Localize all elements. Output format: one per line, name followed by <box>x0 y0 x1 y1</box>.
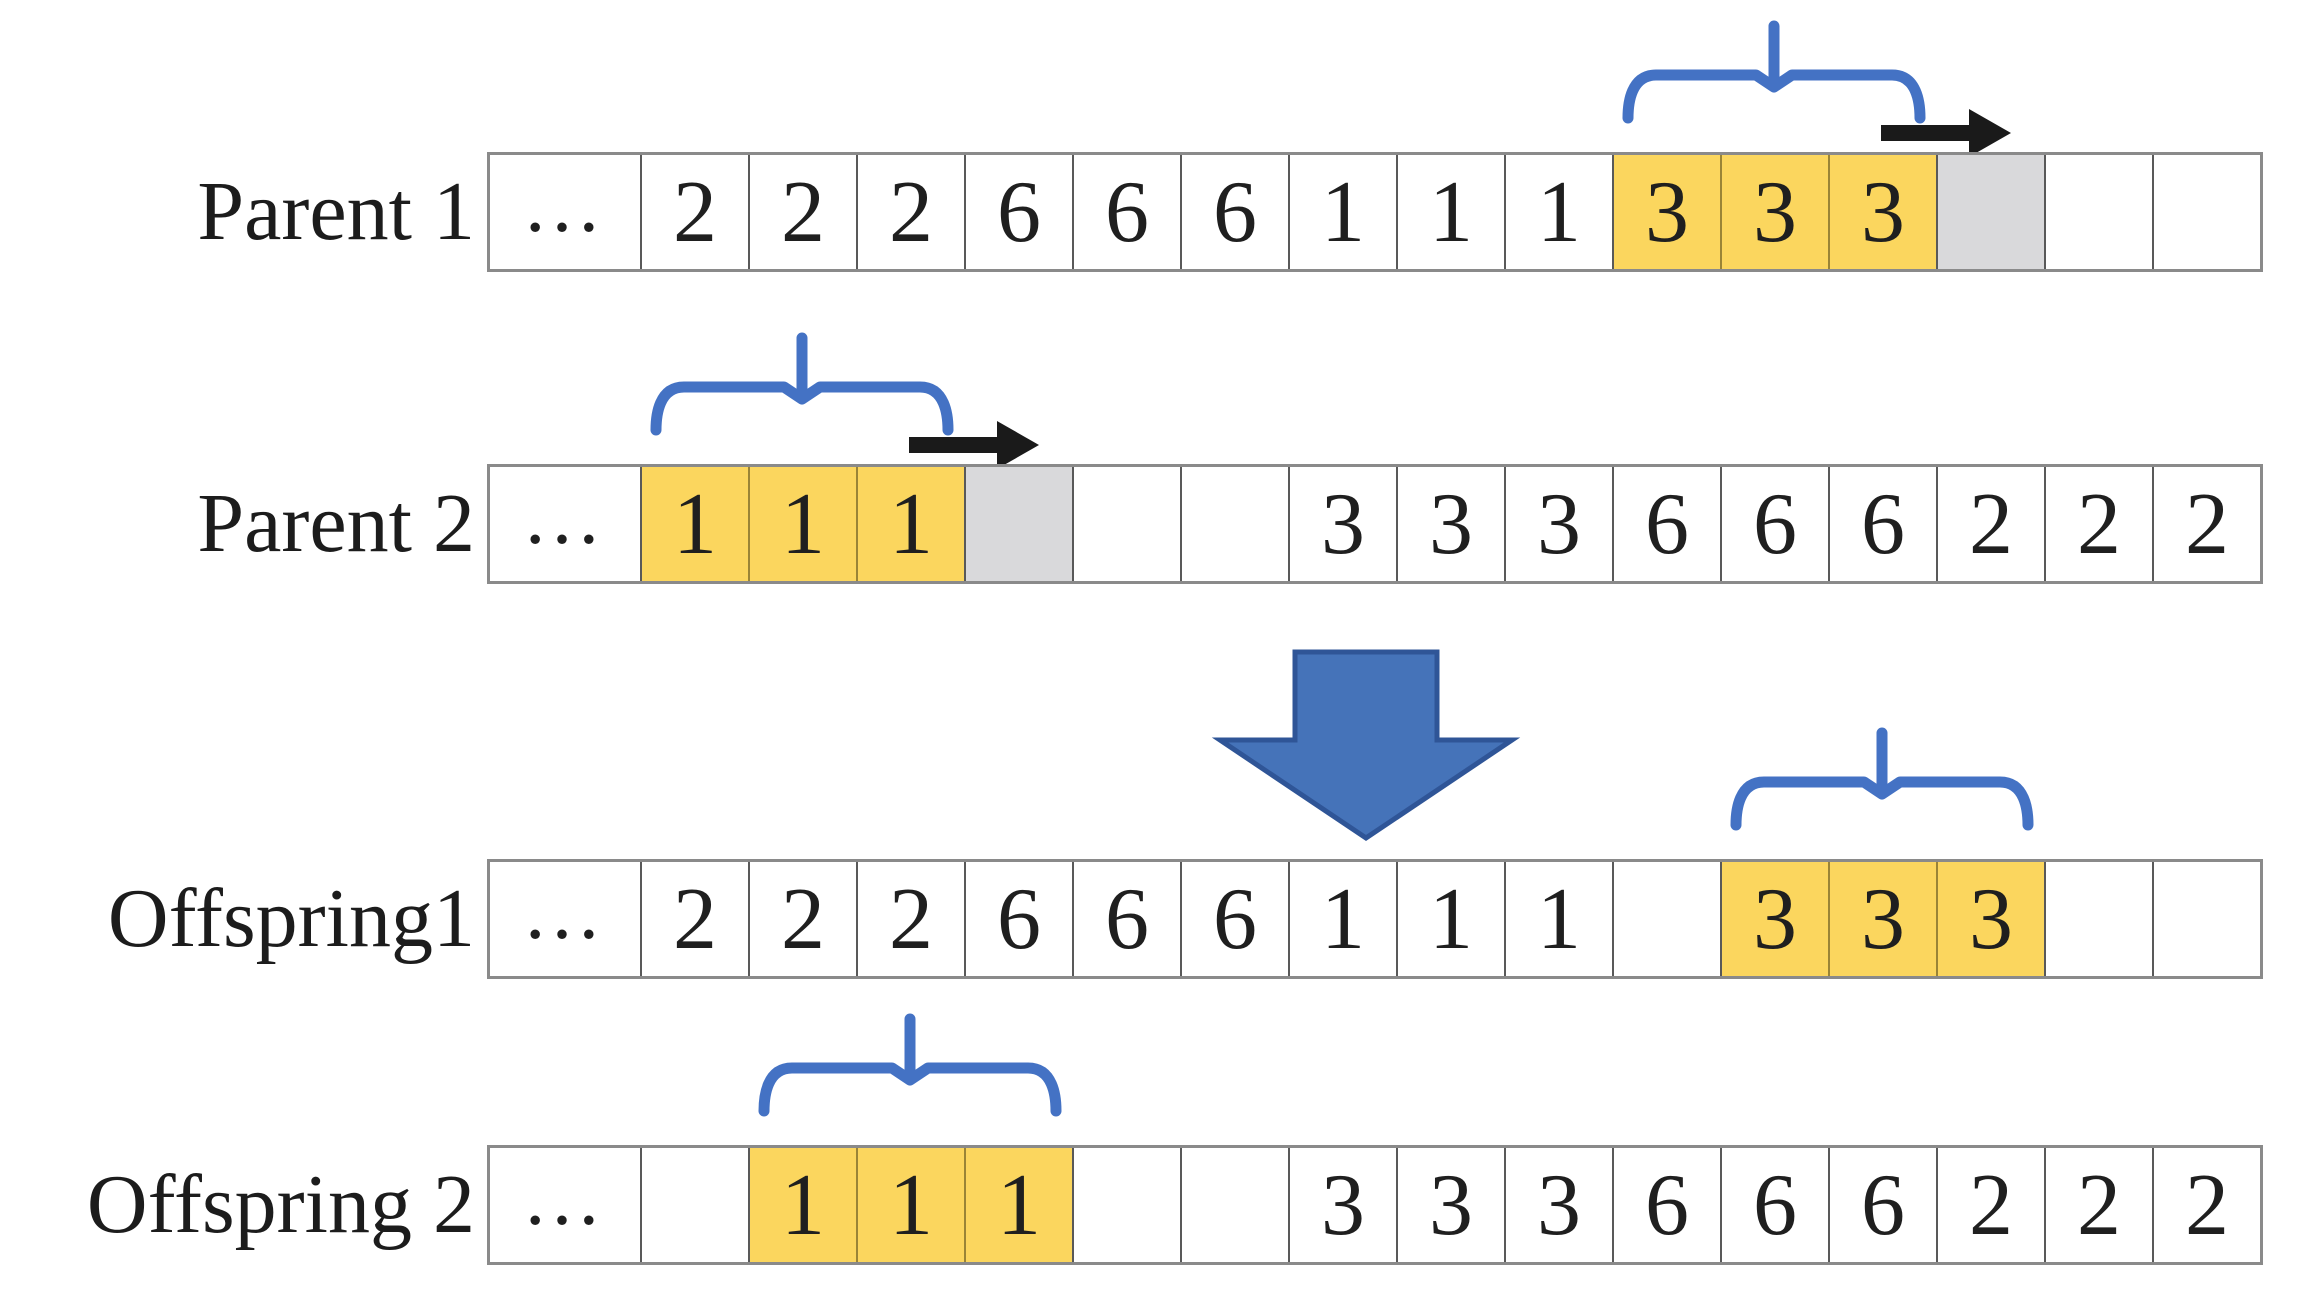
selection-brace-parent2 <box>650 332 954 436</box>
highlighted-gene-cell: 3 <box>1612 155 1720 269</box>
gene-cell: 1 <box>1396 862 1504 976</box>
gene-cell: 2 <box>856 155 964 269</box>
gene-cell: 2 <box>640 155 748 269</box>
highlighted-gene-cell: 3 <box>1828 862 1936 976</box>
gene-cell: 3 <box>1396 1148 1504 1262</box>
gene-cell: 1 <box>1504 155 1612 269</box>
gene-cell <box>1072 1148 1180 1262</box>
gene-cell: 6 <box>964 155 1072 269</box>
highlighted-gene-cell: 3 <box>1720 155 1828 269</box>
gene-cell: 2 <box>2044 1148 2152 1262</box>
highlighted-gene-cell: 1 <box>964 1148 1072 1262</box>
shift-right-arrow-icon-parent1 <box>1881 109 2011 157</box>
ellipsis-cell: … <box>490 1148 640 1262</box>
gene-cell <box>1072 467 1180 581</box>
gene-cell: 2 <box>2044 467 2152 581</box>
gene-cell <box>2044 155 2152 269</box>
gene-cell: 6 <box>1180 155 1288 269</box>
gene-cell: 2 <box>856 862 964 976</box>
gene-cell: 6 <box>1720 1148 1828 1262</box>
highlighted-gene-cell: 1 <box>748 467 856 581</box>
gene-cell <box>1180 1148 1288 1262</box>
gene-cell: 6 <box>1072 862 1180 976</box>
ellipsis-cell: … <box>490 467 640 581</box>
gene-cell: 2 <box>748 862 856 976</box>
highlighted-gene-cell: 3 <box>1936 862 2044 976</box>
gene-cell <box>2152 155 2260 269</box>
gene-cell: 6 <box>1720 467 1828 581</box>
gene-cell: 1 <box>1396 155 1504 269</box>
gene-cell: 1 <box>1504 862 1612 976</box>
highlighted-gene-cell: 1 <box>856 1148 964 1262</box>
gene-cell: 2 <box>2152 467 2260 581</box>
gene-cell: 3 <box>1288 467 1396 581</box>
gene-cell: 2 <box>640 862 748 976</box>
gene-cell: 2 <box>1936 467 2044 581</box>
gene-cell <box>1612 862 1720 976</box>
gene-cell <box>1180 467 1288 581</box>
gene-cell: 2 <box>1936 1148 2044 1262</box>
crossover-down-arrow-icon <box>1211 649 1521 842</box>
gene-cell: 6 <box>1828 1148 1936 1262</box>
selection-brace-offspring2 <box>758 1013 1062 1117</box>
highlighted-gene-cell: 3 <box>1720 862 1828 976</box>
ellipsis-cell: … <box>490 862 640 976</box>
gene-cell: 3 <box>1288 1148 1396 1262</box>
gene-cell: 6 <box>1612 467 1720 581</box>
highlighted-gene-cell: 1 <box>748 1148 856 1262</box>
selection-brace-offspring1 <box>1730 727 2034 831</box>
gene-cell: 3 <box>1396 467 1504 581</box>
gene-cell: 2 <box>748 155 856 269</box>
ellipsis-cell: … <box>490 155 640 269</box>
gene-cell: 3 <box>1504 1148 1612 1262</box>
row-label-offspring1: Offspring1 <box>107 872 475 965</box>
shifted-slot-cell <box>964 467 1072 581</box>
gene-cell <box>2044 862 2152 976</box>
highlighted-gene-cell: 1 <box>856 467 964 581</box>
gene-cell: 3 <box>1504 467 1612 581</box>
gene-cell: 6 <box>964 862 1072 976</box>
gene-cell: 2 <box>2152 1148 2260 1262</box>
row-label-parent1: Parent 1 <box>197 165 475 258</box>
highlighted-gene-cell: 3 <box>1828 155 1936 269</box>
row-label-parent2: Parent 2 <box>197 477 475 570</box>
row-label-offspring2: Offspring 2 <box>86 1158 475 1251</box>
gene-cell <box>2152 862 2260 976</box>
gene-cell: 6 <box>1612 1148 1720 1262</box>
gene-cell <box>640 1148 748 1262</box>
gene-cell: 6 <box>1828 467 1936 581</box>
gene-cell: 6 <box>1072 155 1180 269</box>
highlighted-gene-cell: 1 <box>640 467 748 581</box>
gene-cell: 1 <box>1288 862 1396 976</box>
shift-right-arrow-icon-parent2 <box>909 421 1039 469</box>
selection-brace-parent1 <box>1622 20 1926 124</box>
gene-cell: 6 <box>1180 862 1288 976</box>
shifted-slot-cell <box>1936 155 2044 269</box>
gene-cell: 1 <box>1288 155 1396 269</box>
